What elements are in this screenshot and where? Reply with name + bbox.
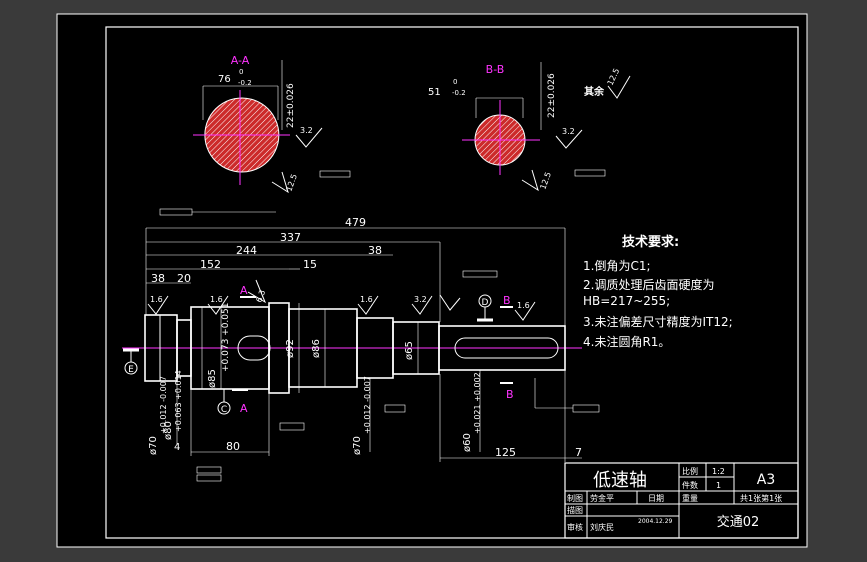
section-a-dia-dim: 22±0.026	[286, 83, 296, 128]
cut-b-bottom: B	[506, 388, 514, 401]
dim-dia60-tol: +0.021 +0.002	[473, 372, 482, 434]
dim-152: 152	[200, 258, 221, 271]
section-a-label: A-A	[231, 54, 250, 67]
org-name: 交通02	[717, 514, 760, 530]
dim-dia70-left-tol: +0.012 -0.007	[159, 376, 168, 434]
svg-text:描图: 描图	[567, 505, 583, 515]
cut-b-top: B	[503, 294, 511, 307]
dim-125: 125	[495, 446, 516, 459]
svg-text:2004.12.29: 2004.12.29	[638, 518, 673, 525]
dim-337: 337	[280, 231, 301, 244]
dim-dia70-right-tol: +0.012 -0.007	[363, 376, 372, 434]
svg-text:审核: 审核	[567, 522, 583, 532]
dim-dia60: ø60	[462, 433, 473, 452]
part-name: 低速轴	[593, 470, 647, 491]
cut-a-bottom: A	[240, 402, 248, 415]
dim-dia85-tol: +0.073 +0.051	[221, 303, 231, 372]
svg-text:比例: 比例	[682, 466, 698, 476]
svg-text:共1张第1张: 共1张第1张	[740, 493, 782, 503]
dim-38-top: 38	[368, 244, 382, 257]
shaft-main-view: 479 337 244 38 152 15 38 20 80 4 125 7 ø…	[122, 208, 600, 482]
title-block: 低速轴 比例 1:2 件数 1 A3 制图 劳金平 日期 重量 共1张第1张 描…	[564, 462, 799, 539]
tech-item-2: 2.调质处理后齿面硬度为	[583, 277, 714, 292]
svg-text:劳金平: 劳金平	[590, 493, 614, 503]
svg-text:3.2: 3.2	[300, 126, 313, 135]
svg-text:1:2: 1:2	[712, 467, 725, 476]
tech-title: 技术要求:	[622, 234, 679, 250]
svg-text:1: 1	[716, 481, 721, 490]
svg-text:-0.2: -0.2	[452, 89, 466, 97]
tech-item-3: 3.未注偏差尺寸精度为IT12;	[583, 314, 733, 329]
svg-text:1.6: 1.6	[517, 301, 530, 310]
svg-text:0: 0	[239, 68, 243, 76]
dim-dia92: ø92	[285, 339, 296, 358]
dim-20: 20	[177, 272, 191, 285]
dim-dia80: ø80	[163, 421, 174, 440]
svg-text:日期: 日期	[648, 494, 664, 503]
tech-item-2b: HB=217~255;	[583, 294, 670, 308]
svg-text:3.2: 3.2	[562, 127, 575, 136]
section-a-width-dim: 76	[218, 74, 231, 85]
svg-text:0: 0	[453, 78, 457, 86]
svg-text:刘庆民: 刘庆民	[590, 522, 614, 532]
dim-dia80-tol: +0.063 +0.014	[174, 370, 183, 432]
section-b-dia-dim: 22±0.026	[547, 73, 557, 118]
dim-dia65: ø65	[404, 341, 415, 360]
dim-dia70-right: ø70	[352, 436, 363, 455]
svg-text:D: D	[482, 298, 489, 308]
svg-text:1.6: 1.6	[210, 295, 223, 304]
tech-item-1: 1.倒角为C1;	[583, 259, 651, 273]
section-b-label: B-B	[486, 63, 505, 76]
svg-text:1.6: 1.6	[150, 295, 163, 304]
sheet-border	[56, 13, 808, 548]
cut-a-top: A	[240, 284, 248, 297]
dim-38-left: 38	[151, 272, 165, 285]
svg-text:重量: 重量	[682, 493, 698, 503]
svg-text:件数: 件数	[682, 480, 698, 490]
svg-text:3.2: 3.2	[414, 295, 427, 304]
svg-text:制图: 制图	[567, 493, 583, 503]
dim-dia85: ø85	[207, 369, 218, 388]
sheet-size: A3	[757, 472, 775, 488]
tech-item-4: 4.未注圆角R1。	[583, 334, 670, 349]
dim-7: 7	[575, 446, 582, 459]
dim-479: 479	[345, 216, 366, 229]
frame-border	[105, 26, 799, 539]
technical-requirements: 技术要求: 1.倒角为C1; 2.调质处理后齿面硬度为 HB=217~255; …	[583, 234, 733, 349]
svg-text:1.6: 1.6	[360, 295, 373, 304]
dim-15: 15	[303, 258, 317, 271]
svg-text:C: C	[221, 405, 227, 415]
dim-dia86: ø86	[311, 339, 322, 358]
section-b-b: B-B 51 0 -0.2 22±0.026 3.2 12.5 其余 12.5	[428, 62, 631, 192]
section-b-width-dim: 51	[428, 87, 441, 98]
svg-text:-0.2: -0.2	[238, 79, 252, 87]
dim-80: 80	[226, 440, 240, 453]
dim-4: 4	[174, 442, 180, 453]
other-roughness-label: 其余	[584, 85, 605, 98]
svg-text:E: E	[128, 365, 134, 375]
section-a-a: A-A 76 0 -0.2 22±0.026 3.2 12.5	[193, 54, 351, 194]
dim-244: 244	[236, 244, 257, 257]
dim-dia70-left: ø70	[148, 436, 159, 455]
